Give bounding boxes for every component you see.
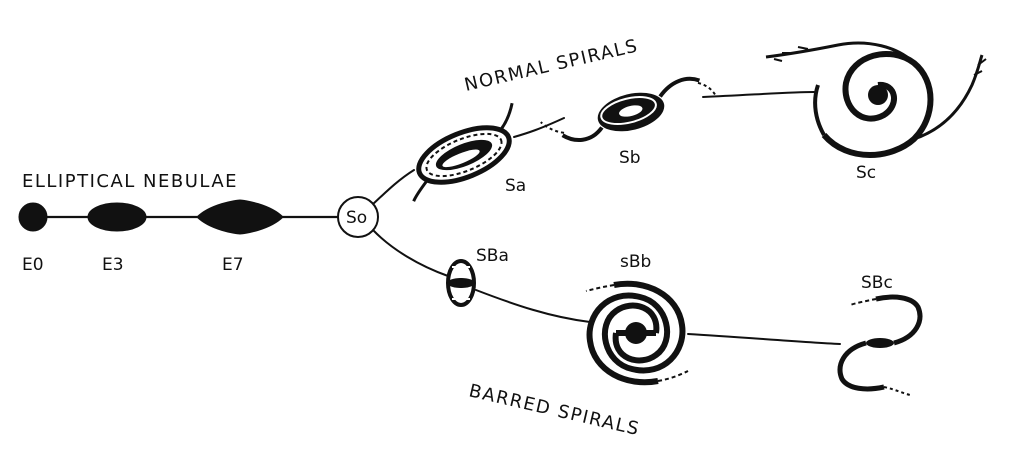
elliptical-galaxies <box>18 199 284 235</box>
label-sb: Sb <box>619 148 641 168</box>
heading-barred-spirals: BARRED SPIRALS <box>467 380 642 440</box>
heading-elliptical-nebulae: ELLIPTICAL NEBULAE <box>22 171 238 192</box>
barred-branch-line <box>371 228 841 345</box>
label-e0: E0 <box>22 255 44 275</box>
galaxy-e3 <box>87 202 147 232</box>
label-sbb: sBb <box>620 252 651 272</box>
galaxy-e0 <box>18 202 48 232</box>
galaxy-sa <box>412 102 514 202</box>
connector-lines <box>31 91 841 345</box>
label-sc: Sc <box>856 163 876 183</box>
galaxy-sb <box>540 76 717 142</box>
galaxy-sbc <box>837 294 923 396</box>
normal-branch-line <box>371 91 815 206</box>
label-e7: E7 <box>222 255 244 275</box>
label-sbc: SBc <box>861 273 893 293</box>
label-sba: SBa <box>476 246 509 266</box>
heading-normal-spirals: NORMAL SPIRALS <box>462 35 640 95</box>
galaxy-sba <box>446 259 476 307</box>
label-so: So <box>346 208 367 228</box>
galaxy-sbb <box>585 280 689 386</box>
galaxy-so-ring <box>337 196 379 238</box>
label-e3: E3 <box>102 255 124 275</box>
galaxy-e7 <box>196 199 284 235</box>
galaxy-sc <box>765 41 987 158</box>
label-sa: Sa <box>505 176 526 196</box>
